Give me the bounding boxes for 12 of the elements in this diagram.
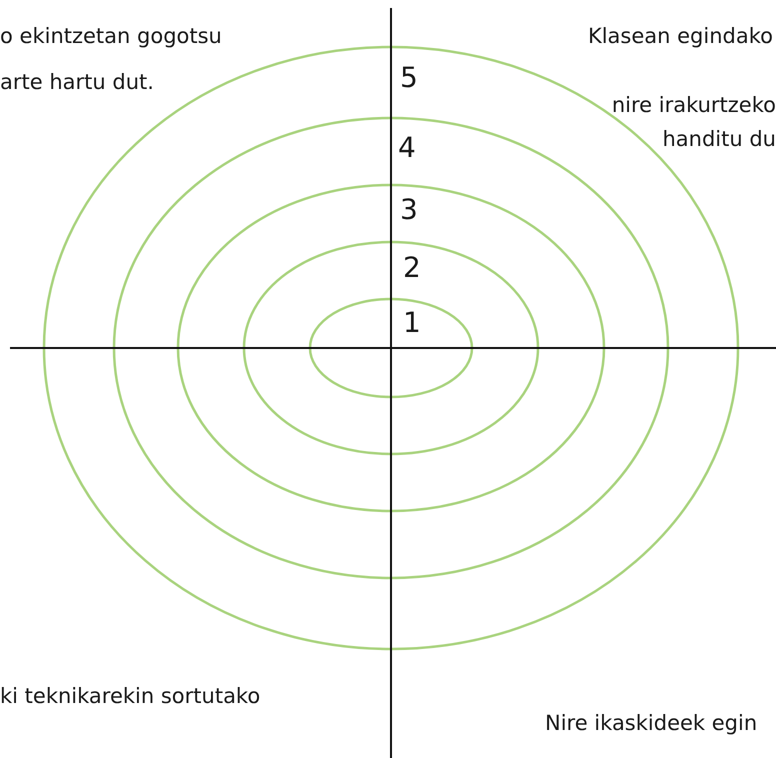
statement-text: o ekintzetan gogotsu (0, 26, 222, 47)
scale-number: 2 (403, 254, 421, 282)
scale-number: 3 (400, 196, 418, 224)
statement-text: Nire ikaskideek egin (545, 713, 758, 734)
scale-number: 1 (403, 309, 421, 337)
statement-text: nire irakurtzeko (612, 95, 776, 116)
statement-text: handitu du (662, 129, 776, 150)
statement-text: ki teknikarekin sortutako (0, 686, 260, 707)
statement-text: Klasean egindako (588, 26, 773, 47)
scale-number: 5 (400, 64, 418, 92)
statement-text: arte hartu dut. (0, 72, 154, 93)
scale-number: 4 (398, 134, 416, 162)
